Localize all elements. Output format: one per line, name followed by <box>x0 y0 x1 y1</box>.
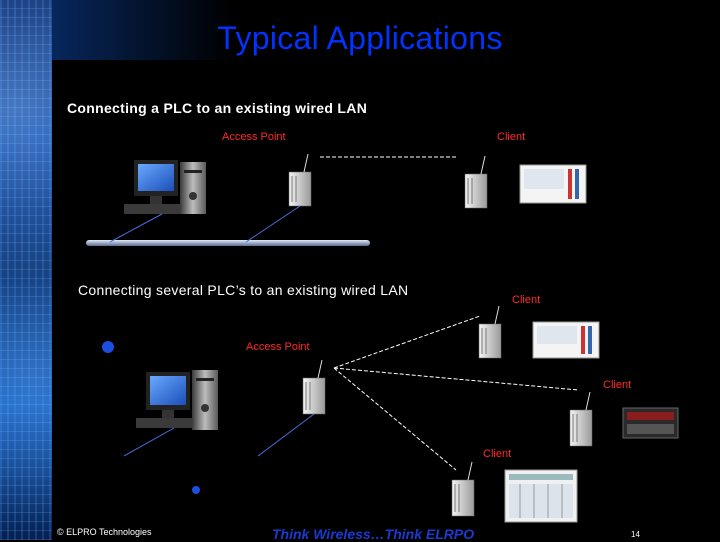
plc-controller-icon-2b <box>622 407 679 439</box>
lan-cable-1 <box>86 240 370 246</box>
section2-client-top-label: Client <box>512 294 541 306</box>
lan-link-pc-2 <box>123 427 175 457</box>
plc-panel-icon-2a <box>532 321 600 359</box>
pc-workstation-icon-2 <box>136 370 218 430</box>
wireless-link-2a <box>333 315 481 369</box>
section2-client-bottom-label: Client <box>483 448 512 460</box>
client-radio-icon-1 <box>464 155 488 209</box>
wireless-link-2b <box>333 367 579 391</box>
slide-title: Typical Applications <box>217 20 503 56</box>
section2-access-point-label: Access Point <box>246 341 310 353</box>
decorative-top-glow <box>52 0 232 60</box>
decor-dot-1 <box>102 341 114 353</box>
footer-copyright: © ELPRO Technologies <box>57 527 152 537</box>
client-radio-icon-2b <box>569 391 593 447</box>
footer-slogan: Think Wireless…Think ELRPO <box>272 526 475 542</box>
plc-rack-icon-2c <box>504 469 578 523</box>
access-point-radio-icon-1 <box>288 153 312 207</box>
client-radio-icon-2a <box>478 305 502 359</box>
access-point-radio-icon-2 <box>302 359 326 415</box>
wireless-link-2c <box>333 367 457 471</box>
section1-heading: Connecting a PLC to an existing wired LA… <box>67 100 368 116</box>
pc-workstation-icon-1 <box>124 160 206 214</box>
section2-client-right-label: Client <box>603 379 632 391</box>
footer-page-number: 14 <box>631 530 640 539</box>
section1-access-point-label: Access Point <box>222 131 286 143</box>
lan-link-ap-2 <box>257 413 315 457</box>
decor-dot-2 <box>192 486 200 494</box>
plc-panel-icon-1 <box>519 164 587 204</box>
section1-client-label: Client <box>497 131 526 143</box>
client-radio-icon-2c <box>451 461 475 517</box>
section2-heading: Connecting several PLC’s to an existing … <box>78 282 409 298</box>
lan-link-pc-1 <box>109 213 163 243</box>
decorative-circuit-strip <box>0 0 52 540</box>
lan-link-ap-1 <box>245 205 301 243</box>
